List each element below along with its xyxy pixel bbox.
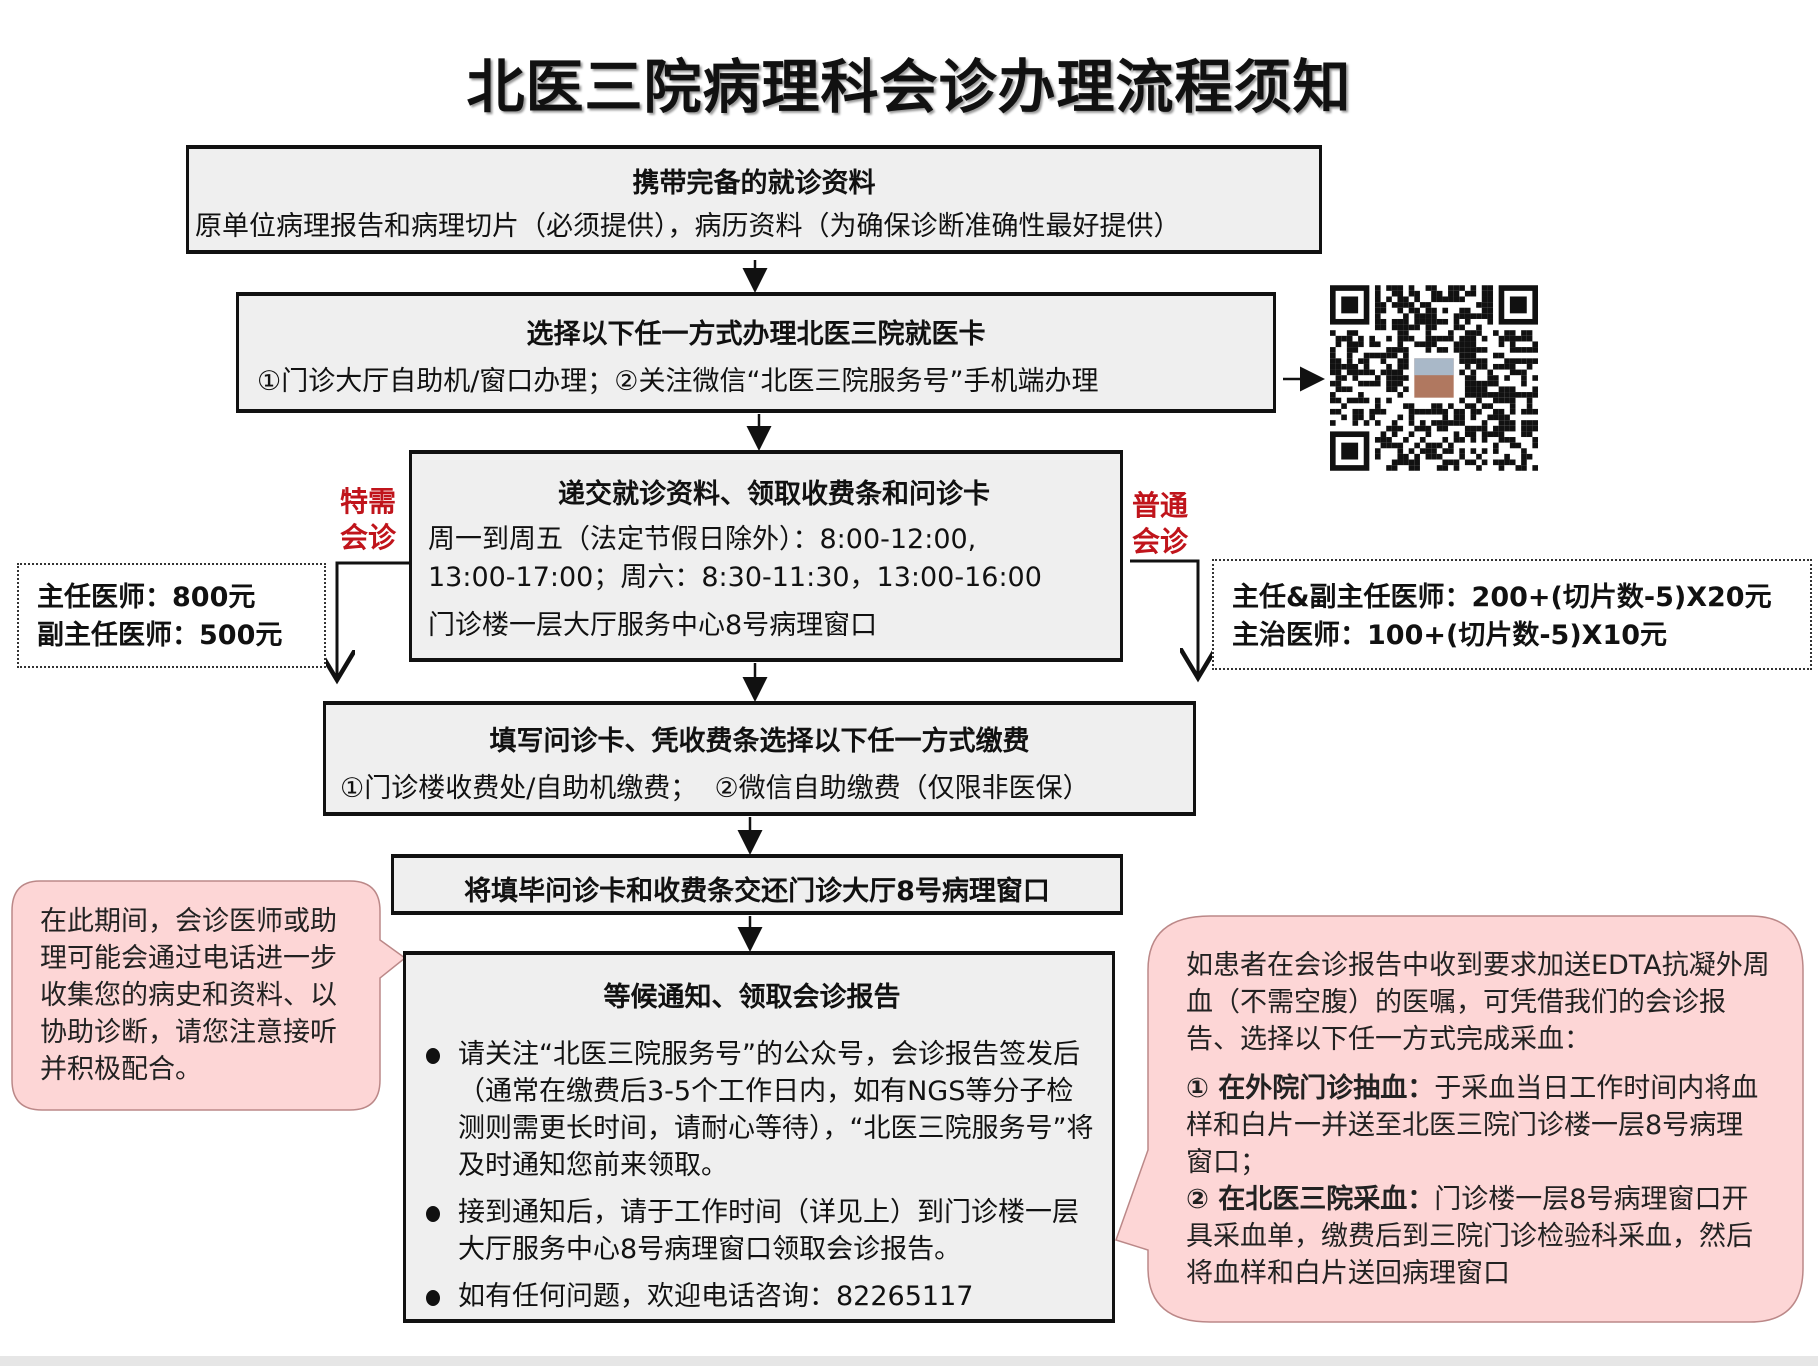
step-3-location: 门诊楼一层大厅服务中心8号病理窗口 bbox=[428, 610, 878, 641]
right-note: 如患者在会诊报告中收到要求加送EDTA抗凝外周血（不需空腹）的医嘱，可凭借我们的… bbox=[1186, 947, 1770, 1292]
page-title: 北医三院病理科会诊办理流程须知 bbox=[466, 53, 1352, 121]
step-6-bullet: 请关注“北医三院服务号”的公众号，会诊报告签发后（通常在缴费后3-5个工作日内，… bbox=[406, 1036, 1098, 1184]
right-bubble bbox=[1115, 915, 1804, 1323]
step-2-title: 选择以下任一方式办理北医三院就医卡 bbox=[526, 319, 986, 350]
step-4-title: 填写问诊卡、凭收费条选择以下任一方式缴费 bbox=[489, 726, 1030, 757]
special-consult-label: 特需会诊 bbox=[340, 484, 396, 556]
normal-label-1: 普通 bbox=[1132, 489, 1189, 522]
step-6-bullet: 接到通知后，请于工作时间（详见上）到门诊楼一层大厅服务中心8号病理窗口领取会诊报… bbox=[406, 1194, 1098, 1268]
special-fee-box: 主任医师：800元 副主任医师：500元 bbox=[17, 563, 326, 668]
normal-fee-chief: 主任&副主任医师：200+(切片数-5)X20元 bbox=[1232, 582, 1772, 613]
step-6-list: 请关注“北医三院服务号”的公众号，会诊报告签发后（通常在缴费后3-5个工作日内，… bbox=[406, 1036, 1098, 1315]
normal-consult-label: 普通会诊 bbox=[1132, 488, 1188, 560]
step-6-title: 等候通知、领取会诊报告 bbox=[603, 982, 901, 1013]
arrow-normal bbox=[1130, 559, 1198, 678]
step-3-hours-weekday: 周一到周五（法定节假日除外）：8:00-12:00, bbox=[428, 524, 977, 555]
step-3-box: 递交就诊资料、领取收费条和问诊卡 周一到周五（法定节假日除外）：8:00-12:… bbox=[409, 450, 1123, 662]
normal-label-2: 会诊 bbox=[1132, 525, 1189, 558]
step-1-text: 原单位病理报告和病理切片（必须提供），病历资料（为确保诊断准确性最好提供） bbox=[195, 211, 1181, 242]
step-4-box: 填写问诊卡、凭收费条选择以下任一方式缴费 ①门诊楼收费处/自助机缴费； ②微信自… bbox=[323, 701, 1196, 816]
right-note-intro: 如患者在会诊报告中收到要求加送EDTA抗凝外周血（不需空腹）的医嘱，可凭借我们的… bbox=[1186, 950, 1770, 1055]
step-5-box: 将填毕问诊卡和收费条交还门诊大厅8号病理窗口 bbox=[391, 854, 1123, 915]
normal-fee-box: 主任&副主任医师：200+(切片数-5)X20元 主治医师：100+(切片数-5… bbox=[1212, 559, 1812, 670]
qr-code-icon bbox=[1330, 285, 1538, 471]
normal-fee-attending: 主治医师：100+(切片数-5)X10元 bbox=[1232, 620, 1668, 651]
special-fee-chief: 主任医师：800元 bbox=[37, 582, 256, 613]
step-3-hours-more: 13:00-17:00；周六：8:30-11:30，13:00-16:00 bbox=[428, 562, 1042, 593]
left-bubble bbox=[11, 880, 407, 1111]
step-5-title: 将填毕问诊卡和收费条交还门诊大厅8号病理窗口 bbox=[464, 876, 1050, 907]
step-2-box: 选择以下任一方式办理北医三院就医卡 ①门诊大厅自助机/窗口办理；②关注微信“北医… bbox=[236, 292, 1276, 413]
step-1-box: 携带完备的就诊资料 原单位病理报告和病理切片（必须提供），病历资料（为确保诊断准… bbox=[186, 145, 1322, 254]
arrow-special bbox=[337, 561, 409, 680]
step-3-title: 递交就诊资料、领取收费条和问诊卡 bbox=[558, 479, 990, 510]
step-6-box: 等候通知、领取会诊报告 请关注“北医三院服务号”的公众号，会诊报告签发后（通常在… bbox=[403, 951, 1115, 1323]
left-note-text: 在此期间，会诊医师或助理可能会通过电话进一步收集您的病史和资料、以协助诊断，请您… bbox=[40, 906, 337, 1085]
step-4-text: ①门诊楼收费处/自助机缴费； ②微信自助缴费（仅限非医保） bbox=[340, 773, 1090, 804]
special-label-2: 会诊 bbox=[340, 521, 397, 554]
special-fee-associate: 副主任医师：500元 bbox=[37, 620, 283, 651]
right-note-option-1: ① 在外院门诊抽血：于采血当日工作时间内将血样和白片一并送至北医三院门诊楼一层8… bbox=[1186, 1073, 1759, 1178]
step-1-title: 携带完备的就诊资料 bbox=[632, 168, 876, 199]
step-6-bullet: 如有任何问题，欢迎电话咨询：82265117 bbox=[406, 1278, 1098, 1315]
special-label-1: 特需 bbox=[340, 485, 397, 518]
right-note-option-2: ② 在北医三院采血：门诊楼一层8号病理窗口开具采血单，缴费后到三院门诊检验科采血… bbox=[1186, 1184, 1753, 1289]
step-2-text: ①门诊大厅自助机/窗口办理；②关注微信“北医三院服务号”手机端办理 bbox=[257, 366, 1099, 397]
